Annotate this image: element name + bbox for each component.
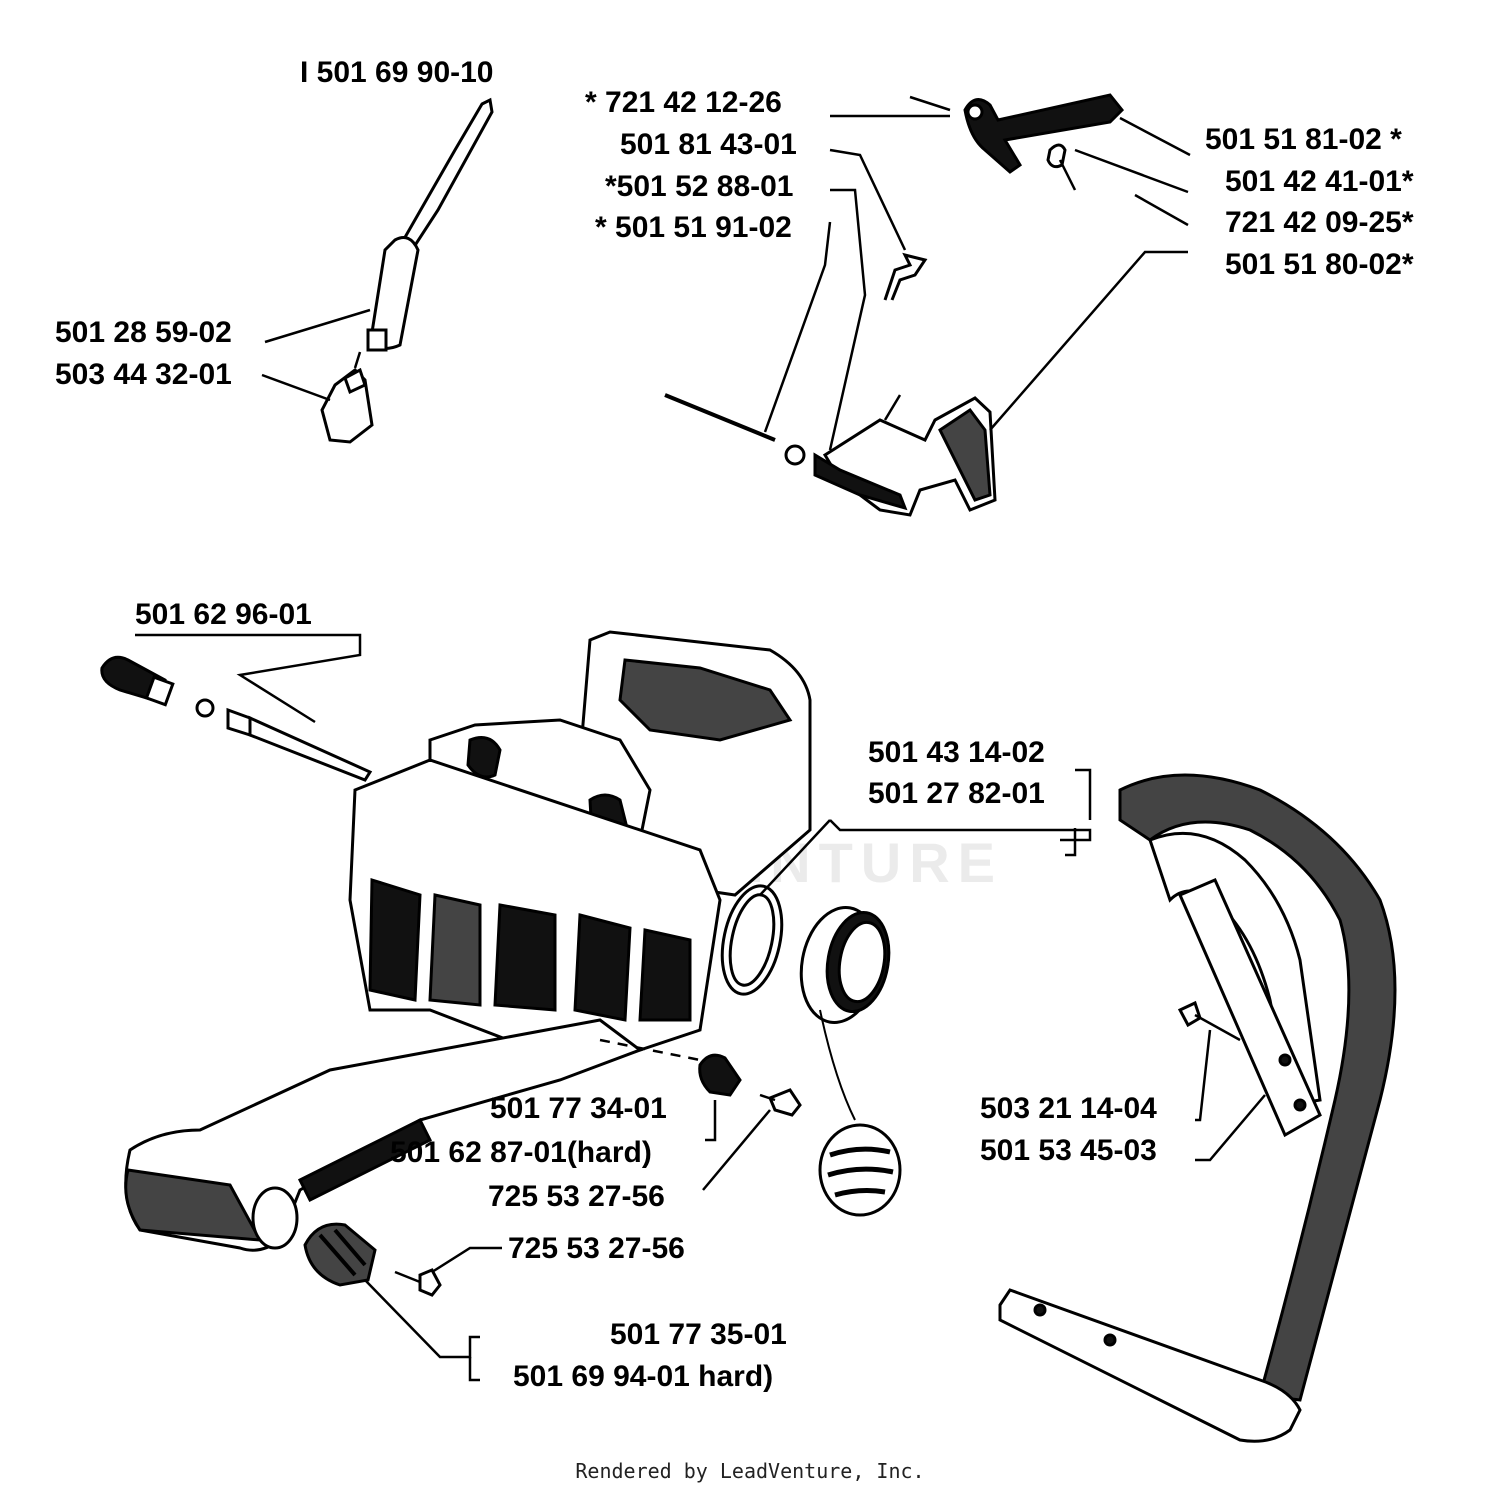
- part-label-501629601: 501 62 96-01: [135, 598, 312, 631]
- part-label-501628701: 501 62 87-01(hard): [390, 1136, 652, 1169]
- part-label-501285902: 501 28 59-02: [55, 316, 232, 349]
- handle-screw-part: [1177, 1000, 1241, 1042]
- rear-screw-part: [394, 1268, 442, 1297]
- part-label-501431402: 501 43 14-02: [868, 736, 1045, 769]
- trigger-spring-part: [883, 252, 928, 301]
- part-label-725532756-b: 725 53 27-56: [508, 1232, 685, 1265]
- throttle-lock-part: [963, 93, 1125, 174]
- throttle-trigger-part: [813, 394, 997, 517]
- oil-pump-part: [100, 655, 373, 782]
- trigger-pin-part: [664, 393, 806, 466]
- footer-credit: Rendered by LeadVenture, Inc.: [575, 1459, 924, 1483]
- bumper-part: [698, 1053, 742, 1097]
- part-label-501814301: 501 81 43-01: [620, 128, 797, 161]
- part-label-501519102: * 501 51 91-02: [595, 211, 792, 244]
- part-label-503211404: 503 21 14-04: [980, 1092, 1157, 1125]
- part-label-725532756-a: 725 53 27-56: [488, 1180, 665, 1213]
- screw-part: [759, 1088, 802, 1117]
- part-label-501278201: 501 27 82-01: [868, 777, 1045, 810]
- part-label-503443201: 503 44 32-01: [55, 358, 232, 391]
- part-label-501424101: 501 42 41-01*: [1225, 165, 1414, 198]
- part-label-501534503: 501 53 45-03: [980, 1134, 1157, 1167]
- part-label-501518002: 501 51 80-02*: [1225, 248, 1414, 281]
- part-label-501699010: I 501 69 90-10: [300, 56, 494, 89]
- part-label-501518102: 501 51 81-02 *: [1205, 123, 1402, 156]
- lock-spring-pin-part: [909, 95, 1077, 191]
- part-label-501699401: 501 69 94-01 hard): [513, 1360, 773, 1393]
- oil-cap-part: [818, 1123, 902, 1217]
- front-handle-part: [998, 773, 1397, 1443]
- fuel-filter-part: [320, 351, 374, 444]
- part-label-501528801: *501 52 88-01: [605, 170, 794, 203]
- fuel-cap-part: [799, 906, 891, 1121]
- part-label-501773401: 501 77 34-01: [490, 1092, 667, 1125]
- cap-gasket-part: [720, 884, 784, 996]
- fuel-hose-part: [366, 97, 494, 352]
- rear-bumper-part: [303, 1222, 377, 1287]
- part-label-501773501: 501 77 35-01: [610, 1318, 787, 1351]
- tank-housing-part: [124, 630, 812, 1252]
- part-label-721421226: * 721 42 12-26: [585, 86, 782, 119]
- part-label-721420925: 721 42 09-25*: [1225, 206, 1414, 239]
